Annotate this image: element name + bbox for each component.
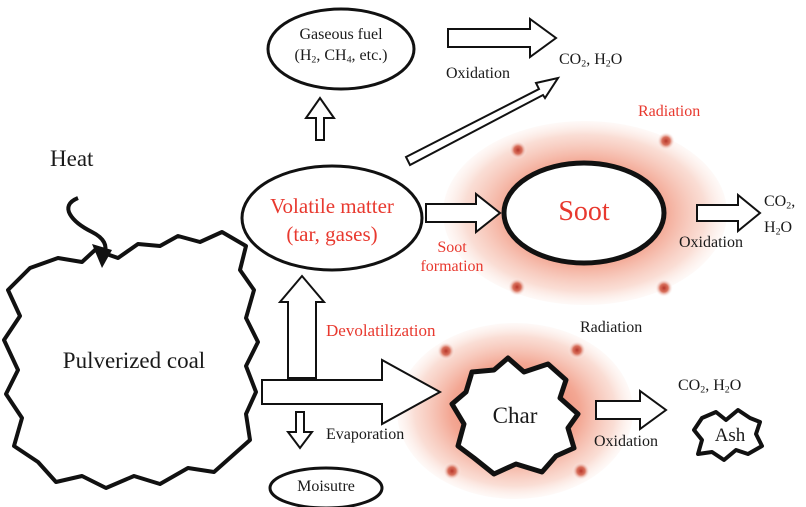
h2o-soot-label: H2O bbox=[764, 219, 793, 238]
pulverized-coal-shape bbox=[2, 230, 260, 490]
co2-h2o-char-label: CO2, H2O bbox=[678, 377, 742, 396]
oxidation-soot-label: Oxidation bbox=[679, 234, 743, 251]
heat-arrow bbox=[66, 196, 112, 268]
soot-label: Soot bbox=[558, 196, 610, 227]
arrow-coal-to-volatile bbox=[277, 274, 327, 379]
ash-label: Ash bbox=[714, 425, 746, 446]
evaporation-label: Evaporation bbox=[326, 426, 405, 443]
co2-soot-label: CO2, bbox=[764, 193, 796, 212]
arrow-coal-to-moisture bbox=[286, 411, 314, 450]
radiation-soot-label: Radiation bbox=[638, 103, 701, 120]
soot-radiation-sparks bbox=[504, 128, 679, 301]
moisture-label: Moisutre bbox=[297, 478, 355, 495]
soot-formation-label-line2: formation bbox=[420, 258, 484, 275]
char-radiation-sparks bbox=[433, 337, 594, 484]
volatile-matter-label-line2: (tar, gases) bbox=[286, 222, 378, 246]
gaseous-fuel-label-line1: Gaseous fuel bbox=[299, 26, 383, 43]
devolatilization-label: Devolatilization bbox=[326, 321, 436, 340]
char-label: Char bbox=[492, 403, 538, 428]
volatile-matter-node bbox=[240, 164, 424, 272]
pulverized-coal-label: Pulverized coal bbox=[62, 348, 206, 373]
oxidation-top-label: Oxidation bbox=[446, 65, 510, 82]
volatile-matter-label-line1: Volatile matter bbox=[270, 194, 394, 218]
gaseous-fuel-node bbox=[266, 7, 416, 91]
arrow-gas-to-co2 bbox=[447, 17, 558, 59]
arrow-char-to-ash bbox=[595, 389, 668, 431]
gaseous-fuel-label-line2: (H2, CH4, etc.) bbox=[294, 47, 388, 66]
arrow-volatile-to-gas bbox=[304, 96, 336, 141]
moisture-node bbox=[268, 466, 384, 507]
radiation-char-label: Radiation bbox=[580, 319, 643, 336]
arrow-volatile-to-co2 bbox=[404, 76, 561, 167]
arrow-soot-to-co2 bbox=[696, 192, 762, 234]
char-shape bbox=[449, 355, 581, 477]
arrow-volatile-to-soot bbox=[425, 191, 502, 235]
co2-h2o-top-label: CO2, H2O bbox=[559, 51, 623, 70]
arrow-coal-to-char bbox=[261, 358, 443, 426]
ash-shape bbox=[692, 408, 764, 462]
oxidation-char-label: Oxidation bbox=[594, 433, 658, 450]
heat-label: Heat bbox=[50, 146, 94, 171]
soot-formation-label-line1: Soot bbox=[437, 239, 467, 256]
soot-node bbox=[501, 160, 667, 266]
